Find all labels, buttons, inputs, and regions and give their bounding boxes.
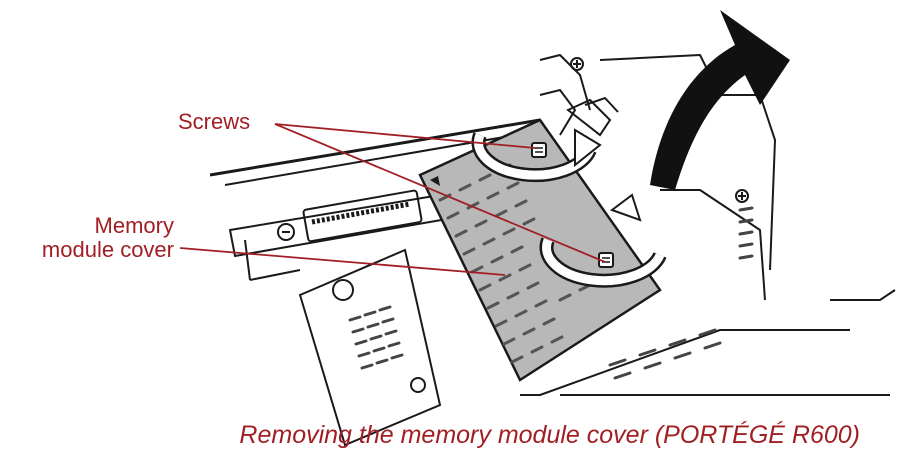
memory-module-cover-label: Memory module cover	[18, 214, 174, 262]
slot-icon	[277, 189, 423, 243]
rotate-arrow-icon	[539, 193, 667, 288]
memory-module-cover-label-line1: Memory	[94, 213, 174, 238]
vent-marks	[608, 206, 754, 380]
latch-area	[539, 57, 749, 203]
screws-label: Screws	[178, 109, 251, 134]
rotate-arrow-icon	[471, 128, 602, 183]
lift-arrow-icon	[650, 10, 790, 190]
memory-module-cover-label-line2: module cover	[41, 237, 174, 262]
callout-lines	[179, 123, 606, 276]
screw-icon	[531, 142, 547, 158]
small-access-cover	[298, 248, 442, 447]
laptop-base-outline	[209, 54, 896, 396]
figure-caption: Removing the memory module cover (PORTÉG…	[239, 421, 860, 449]
